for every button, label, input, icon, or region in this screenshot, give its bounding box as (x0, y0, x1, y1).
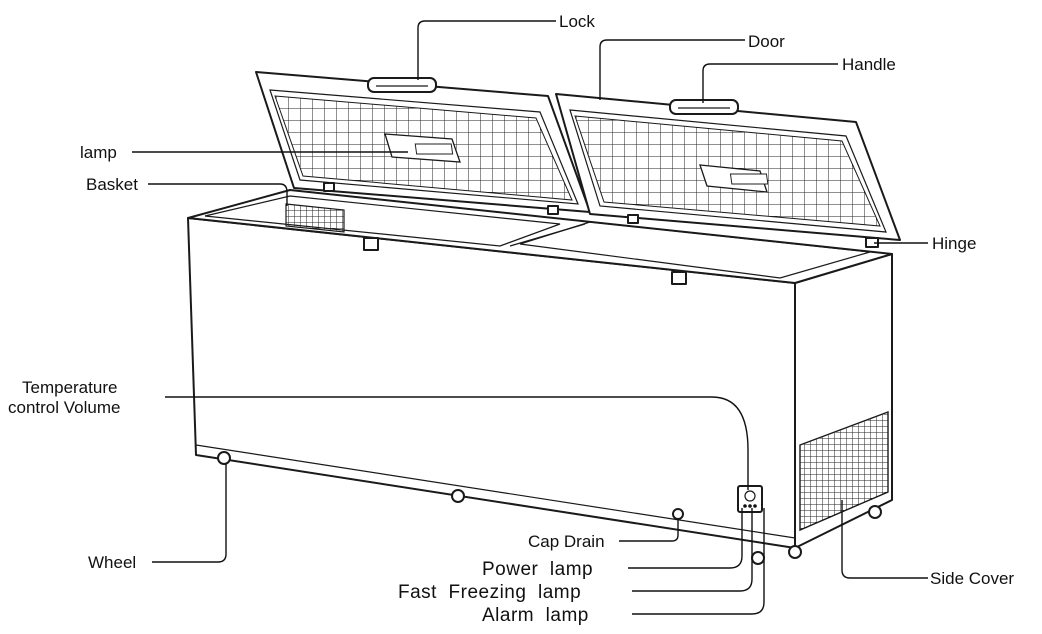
label-lock: Lock (559, 12, 595, 31)
label-handle: Handle (842, 55, 896, 74)
wheels (217, 451, 882, 565)
lock (367, 77, 437, 93)
front-latches (363, 237, 687, 285)
label-door: Door (748, 32, 785, 51)
label-hinge: Hinge (932, 234, 976, 253)
label-basket: Basket (86, 175, 138, 194)
left-lid (255, 71, 591, 213)
label-wheel: Wheel (88, 553, 136, 572)
leader-lines (132, 20, 928, 615)
cabinet-body (187, 189, 893, 549)
right-lid (555, 93, 901, 241)
label-lamp: lamp (80, 143, 117, 162)
label-cap-drain: Cap Drain (528, 532, 605, 551)
side-cover (799, 410, 889, 532)
label-alarm-lamp: Alarm lamp (482, 605, 589, 626)
label-power-lamp: Power lamp (482, 559, 593, 580)
label-temperature-line2: control Volume (8, 398, 120, 417)
cap-drain (672, 508, 684, 520)
handle (669, 99, 739, 115)
label-fast-freezing-lamp: Fast Freezing lamp (398, 582, 581, 603)
control-panel (737, 485, 763, 513)
label-side-cover: Side Cover (930, 569, 1014, 588)
basket (285, 203, 345, 233)
label-temperature-line1: Temperature (22, 378, 117, 397)
hinges (323, 182, 879, 248)
